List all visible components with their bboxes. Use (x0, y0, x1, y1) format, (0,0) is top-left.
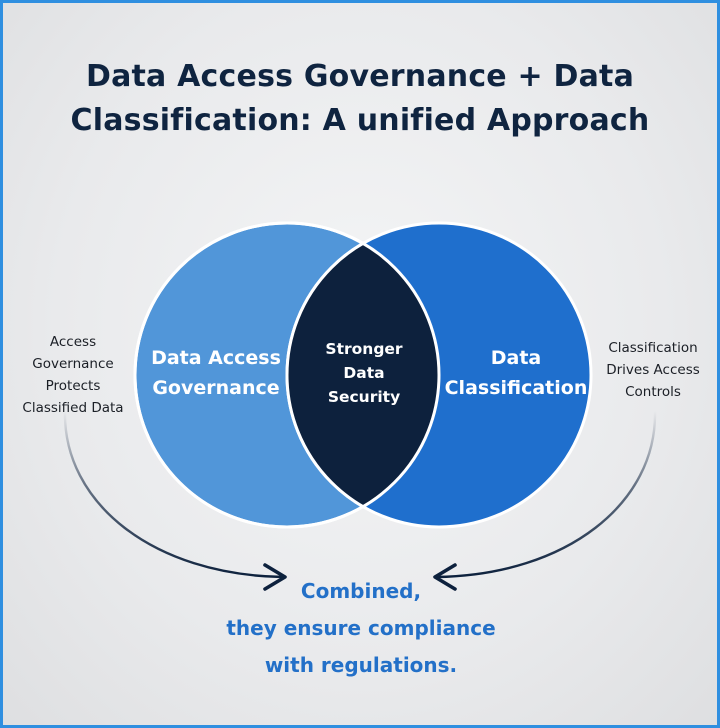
intersection-line-1: Stronger (325, 340, 403, 358)
right-circle-label: Data Classification (433, 343, 599, 403)
right-note: Classification Drives Access Controls (587, 337, 717, 403)
intersection-label: Stronger Data Security (299, 337, 429, 409)
left-note-line-1: Access (49, 334, 97, 350)
right-circle-line-1: Data (490, 347, 542, 369)
right-note-line-1: Classification (608, 340, 698, 356)
title-line-1: Data Access Governance + Data (85, 59, 635, 94)
intersection-lens (287, 223, 439, 527)
arrow-curve-right-icon (63, 410, 287, 591)
venn-diagram (63, 221, 657, 591)
right-circle-line-2: Classification (444, 377, 588, 399)
left-note-line-2: Governance (32, 356, 114, 372)
right-note-line-2: Drives Access (606, 362, 700, 378)
combined-line-1: Combined, (300, 579, 422, 603)
right-note-line-3: Controls (625, 384, 681, 400)
left-note-line-4: Classified Data (22, 400, 124, 416)
intersection-line-2: Data (343, 364, 385, 382)
left-circle-line-2: Governance (152, 377, 280, 399)
page-title: Data Access Governance + Data Classifica… (3, 55, 717, 143)
left-circle-outline (133, 221, 441, 529)
combined-statement: Combined, they ensure compliance with re… (163, 573, 559, 684)
combined-line-3: with regulations. (264, 653, 458, 677)
arrow-curve-left-icon (433, 410, 657, 591)
left-circle-line-1: Data Access (151, 347, 281, 369)
left-note-line-3: Protects (45, 378, 101, 394)
combined-line-2: they ensure compliance (226, 616, 496, 640)
left-note: Access Governance Protects Classified Da… (3, 331, 143, 419)
intersection-outline (285, 223, 439, 527)
intersection-line-3: Security (327, 388, 401, 406)
left-circle-label: Data Access Governance (131, 343, 301, 403)
title-line-2: Classification: A unified Approach (70, 103, 650, 138)
